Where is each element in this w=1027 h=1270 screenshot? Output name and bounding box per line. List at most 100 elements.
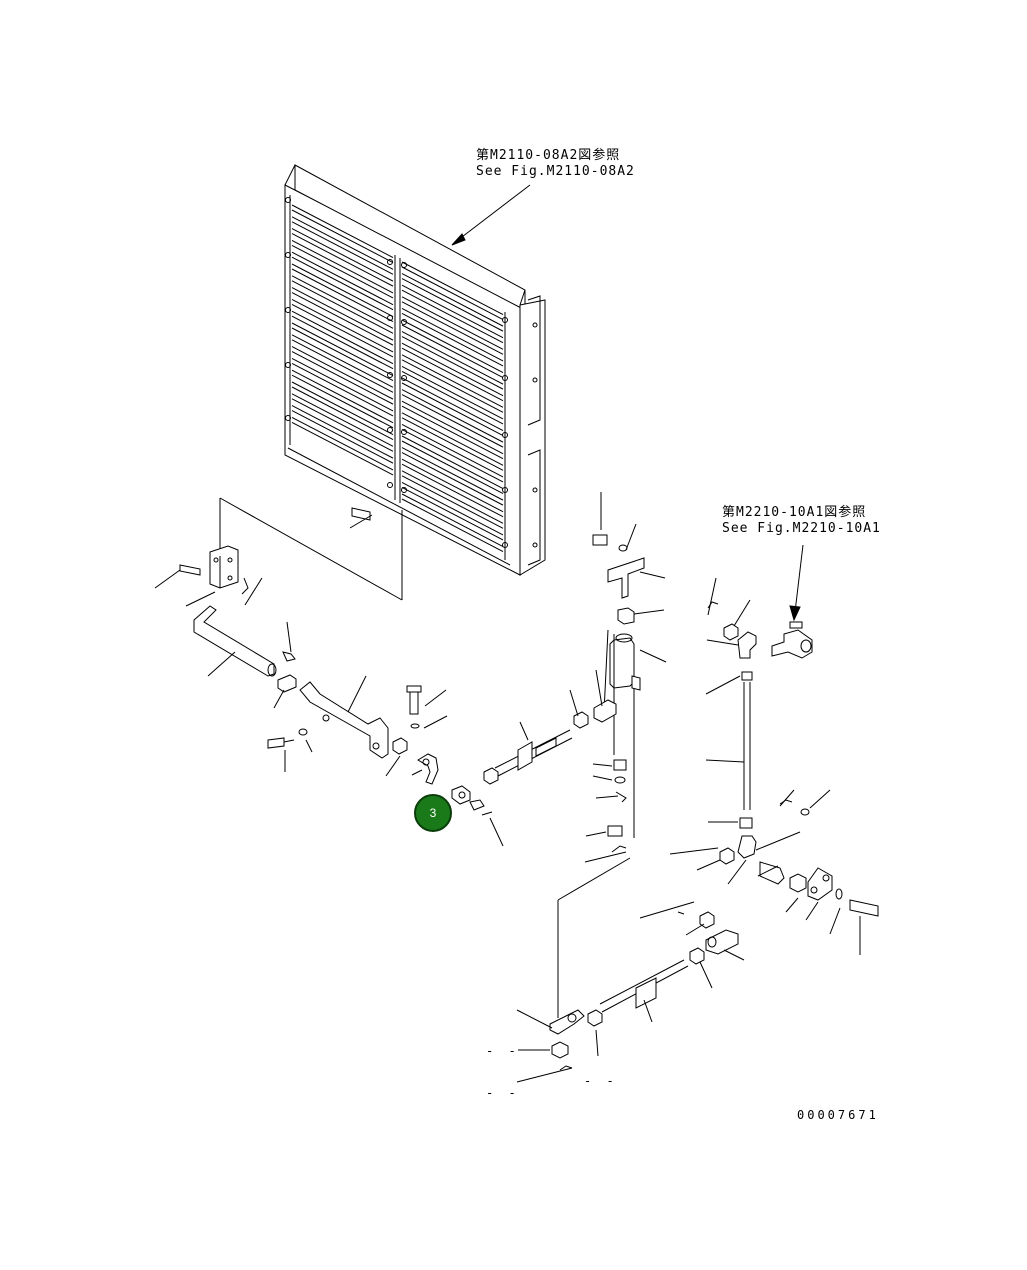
louver-slat — [292, 311, 393, 364]
louver-slat — [292, 217, 393, 270]
louver-slat — [292, 288, 393, 341]
louver-slat — [402, 459, 503, 512]
arrowhead-lever — [790, 606, 800, 620]
louver-slat-edge — [292, 340, 393, 393]
louver-slat — [292, 205, 393, 258]
louver-slat-edge — [402, 313, 503, 366]
louver-slat — [402, 297, 503, 350]
lower-turnbuckle — [517, 902, 744, 1082]
louver-slat — [402, 332, 503, 385]
louver-slat — [402, 343, 503, 396]
louver-slat — [402, 448, 503, 501]
callout-3[interactable]: 3 — [414, 794, 452, 832]
callout-label: 3 — [429, 806, 437, 820]
louver-slat — [292, 229, 393, 282]
louver-slat — [402, 262, 503, 315]
louver-slat — [402, 471, 503, 524]
louver-slat — [292, 276, 393, 329]
louver-slat-edge — [292, 375, 393, 428]
louver-slat-edge — [402, 464, 503, 517]
louver-slat-edge — [292, 269, 393, 322]
yoke-group — [412, 754, 503, 846]
louver-slat-edge — [292, 316, 393, 369]
reference-louver: 第M2110-08A2図参照 See Fig.M2110-08A2 — [476, 148, 635, 180]
louver-bolts — [286, 198, 538, 548]
reference-louver-jp: 第M2110-08A2図参照 — [476, 148, 621, 163]
louver-slat — [402, 274, 503, 327]
louver-slat-edge — [292, 352, 393, 405]
louver-slat-edge — [402, 290, 503, 343]
drawing-code: 00007671 — [797, 1108, 879, 1122]
louver-slat — [292, 240, 393, 293]
louver-slat-edge — [402, 476, 503, 529]
louver-slat — [402, 436, 503, 489]
louver-slat-edge — [402, 267, 503, 320]
louver-slat — [292, 264, 393, 317]
louver-slat — [402, 390, 503, 443]
louver-slat-edge — [402, 337, 503, 390]
dash-label-3: - - — [486, 1086, 520, 1100]
reference-lever: 第M2210-10A1図参照 See Fig.M2210-10A1 — [722, 505, 881, 537]
louver-slat-edge — [402, 325, 503, 378]
louver-slat-edge — [402, 418, 503, 471]
louver-slat-edge — [292, 245, 393, 298]
louver-slat — [402, 378, 503, 431]
louver-slat — [402, 285, 503, 338]
louver-slat — [402, 494, 503, 547]
louver-slat — [292, 370, 393, 423]
louver-slat-edge — [402, 453, 503, 506]
louver-slat-edge — [402, 395, 503, 448]
reference-leader-lever — [795, 545, 803, 612]
louver-slat — [292, 252, 393, 305]
louver-slat-edge — [402, 302, 503, 355]
slats-right — [402, 262, 503, 552]
louver-slat — [402, 308, 503, 361]
louver-slat — [292, 299, 393, 352]
louver-slat — [292, 335, 393, 388]
louver-slat-edge — [292, 422, 393, 475]
louver-slat — [292, 358, 393, 411]
louver-slat — [292, 347, 393, 400]
louver-slat — [402, 424, 503, 477]
right-parts-group — [670, 578, 878, 955]
louver-slat — [402, 366, 503, 419]
louver-slat-edge — [402, 371, 503, 424]
louver-slat-edge — [292, 387, 393, 440]
bracket-plate-group — [268, 676, 447, 776]
louver-slat-edge — [402, 348, 503, 401]
arrowhead-louver — [452, 234, 465, 245]
upper-left-group — [155, 498, 402, 708]
louver-slat — [402, 482, 503, 535]
louver-slat-edge — [292, 363, 393, 416]
louver-slat-edge — [402, 406, 503, 459]
slats-left — [292, 205, 393, 475]
louver-slat-edge — [402, 499, 503, 552]
reference-leader-louver — [458, 185, 530, 240]
louver-slat-edge — [402, 429, 503, 482]
dash-label-1: - - — [486, 1044, 520, 1058]
link-line-1 — [558, 858, 630, 900]
dash-label-2: - - — [584, 1074, 618, 1088]
reference-louver-en: See Fig.M2110-08A2 — [476, 164, 635, 179]
louver-slat-edge — [292, 293, 393, 346]
upper-turnbuckle — [484, 690, 588, 784]
louver-slat-edge — [402, 279, 503, 332]
louver-slat-edge — [292, 411, 393, 464]
louver-slat-edge — [292, 222, 393, 275]
louver-slat — [402, 413, 503, 466]
louver-slat — [402, 355, 503, 408]
louver-slat-edge — [402, 360, 503, 413]
louver-slat-edge — [292, 304, 393, 357]
louver-slat-edge — [292, 234, 393, 287]
louver-slat — [402, 401, 503, 454]
louver-slat — [292, 417, 393, 470]
louver-slat-edge — [292, 328, 393, 381]
louver-slat-edge — [402, 441, 503, 494]
louver-slat-edge — [292, 281, 393, 334]
louver-slat-edge — [292, 210, 393, 263]
louver-slat-edge — [402, 383, 503, 436]
louver-slat-edge — [292, 257, 393, 310]
louver-assembly — [285, 165, 545, 575]
louver-slat — [292, 394, 393, 447]
